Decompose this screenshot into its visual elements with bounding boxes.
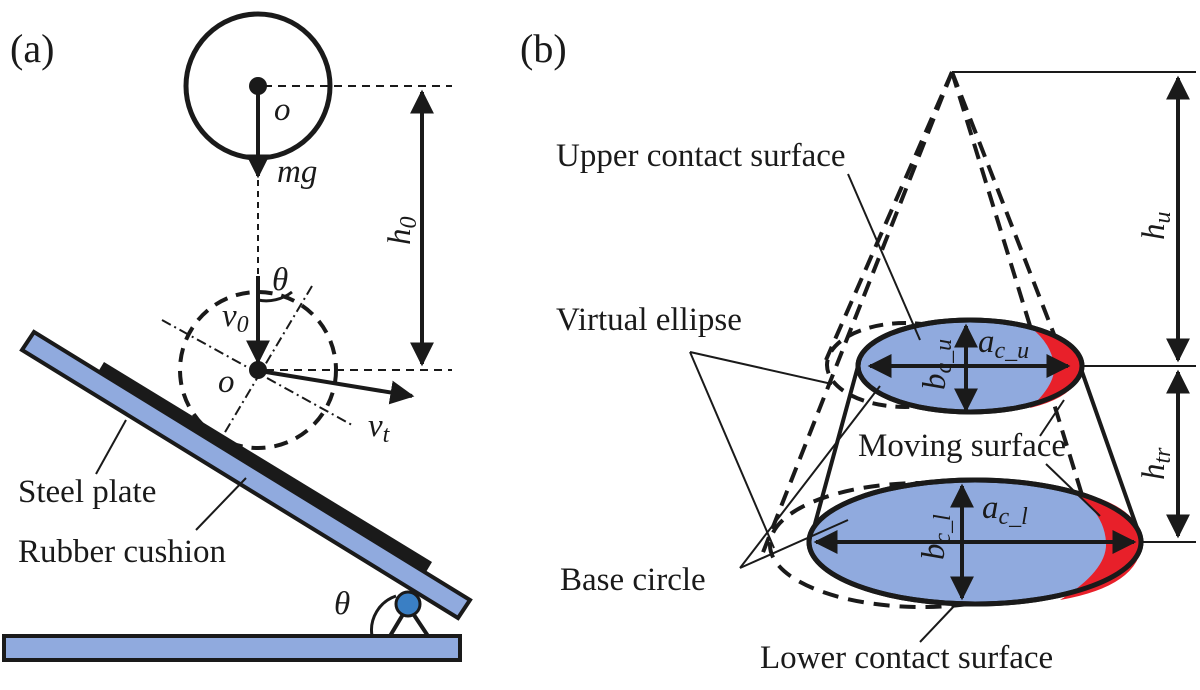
angle-base-label: θ	[334, 586, 350, 622]
steel-plate-leader	[95, 419, 127, 475]
panel-a-label: (a)	[10, 26, 54, 71]
virtual-cone-left-edge	[758, 71, 954, 561]
rubber-cushion-label: Rubber cushion	[18, 534, 226, 570]
panel-a: (a) o mg h0 o v0 θ vt	[2, 11, 473, 662]
lower-contact-surface-leader	[919, 603, 957, 643]
theta-arc-base	[370, 594, 397, 637]
a-cu-label: ac_u	[978, 324, 1029, 364]
h-u-label: hu	[1136, 212, 1176, 241]
moving-surface-label: Moving surface	[858, 428, 1066, 464]
rubber-cushion-leader	[195, 477, 247, 531]
ball-lower-dashed	[178, 290, 338, 450]
virtual-ellipse-leader-upper	[689, 351, 833, 385]
frustum-right-edge	[1078, 365, 1144, 543]
lower-contact-surface-label: Lower contact surface	[760, 640, 1053, 676]
h-tr-label: htr	[1136, 447, 1176, 480]
v0-label: v0	[222, 298, 249, 338]
steel-plate	[19, 329, 473, 621]
center-upper-label: o	[274, 92, 291, 128]
moving-surface-leader-lower	[1045, 463, 1101, 517]
virtual-ellipse-label: Virtual ellipse	[556, 302, 742, 338]
b-cu-label: bc_u	[917, 339, 957, 390]
base-circle-label: Base circle	[560, 562, 706, 598]
virtual-ellipse-leader-lower	[689, 351, 775, 549]
joint-ball	[394, 590, 422, 618]
panel-b-label: (b)	[520, 26, 567, 71]
upper-contact-surface-leader	[847, 173, 921, 341]
base-circle-leader-lower	[739, 519, 849, 569]
base-circle-leader-upper	[739, 385, 881, 569]
vt-label: vt	[368, 408, 391, 448]
panel-b: (b) bc_u ac_u bc_l ac_l	[520, 26, 1196, 676]
base-plate	[2, 634, 462, 662]
moving-surface-leader-upper	[1039, 399, 1065, 437]
angle-top-label: θ	[272, 262, 288, 298]
center-lower-label: o	[218, 364, 235, 400]
a-cl-label: ac_l	[982, 490, 1028, 530]
rubber-cushion	[98, 362, 432, 572]
vt-arrow	[265, 370, 415, 405]
virtual-cone-right-edge	[950, 71, 1104, 561]
frustum-left-edge	[808, 365, 860, 543]
theta-arc-top	[257, 290, 293, 303]
upper-contact-surface-label: Upper contact surface	[556, 138, 846, 174]
h0-label: h0	[382, 217, 422, 246]
steel-plate-label: Steel plate	[18, 474, 156, 510]
plate-normal-axis	[211, 285, 313, 455]
b-cl-label: bc_l	[916, 514, 956, 560]
force-label: mg	[277, 154, 317, 190]
plate-parallel-axis	[161, 319, 353, 426]
virtual-cone-inner-left	[824, 71, 954, 361]
virtual-cone-inner-right	[950, 71, 1066, 361]
